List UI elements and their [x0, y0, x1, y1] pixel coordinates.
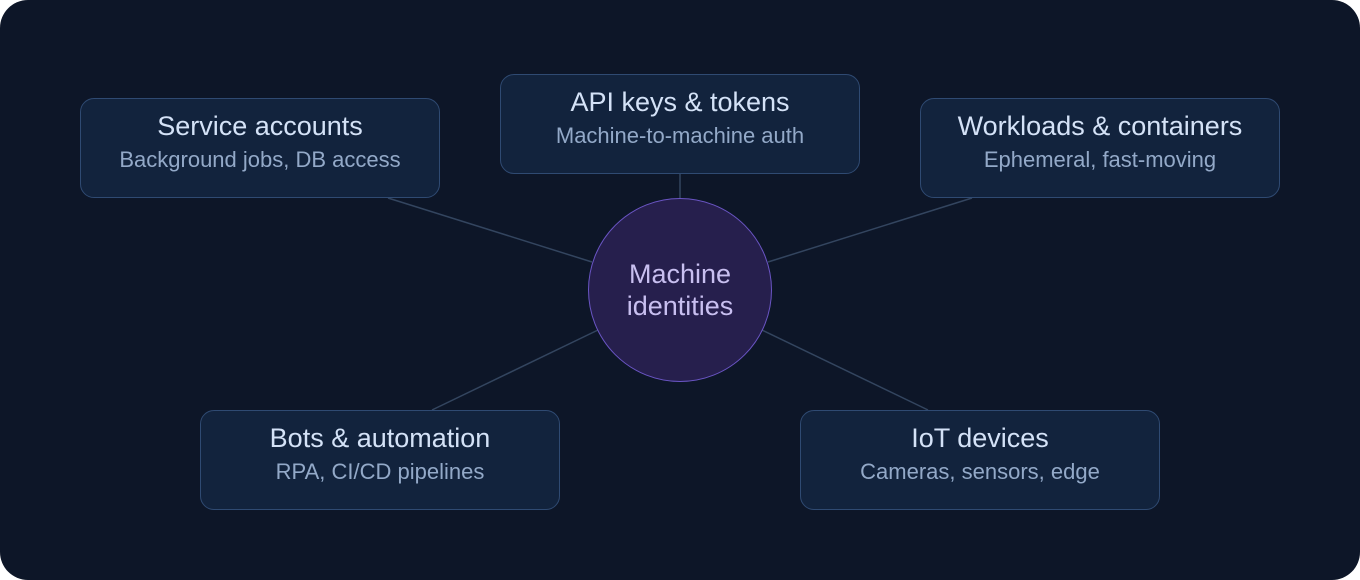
- hub-label-line1: Machine: [628, 259, 732, 289]
- hub-label-line2: identities: [626, 291, 734, 321]
- node-subtitle: Ephemeral, fast-moving: [983, 147, 1217, 172]
- node-subtitle: RPA, CI/CD pipelines: [275, 459, 485, 484]
- node-service-accounts: Service accounts Background jobs, DB acc…: [80, 98, 440, 198]
- node-api-keys: API keys & tokens Machine-to-machine aut…: [500, 74, 860, 174]
- node-bots-automation: Bots & automation RPA, CI/CD pipelines: [200, 410, 560, 510]
- connector-service: [387, 197, 593, 263]
- connector-workloads: [767, 197, 973, 263]
- node-title: Workloads & containers: [957, 111, 1243, 141]
- hub-machine-identities: Machine identities: [588, 198, 772, 382]
- node-workloads: Workloads & containers Ephemeral, fast-m…: [920, 98, 1280, 198]
- node-title: Bots & automation: [269, 423, 491, 453]
- connector-iot: [761, 329, 929, 411]
- node-title: IoT devices: [911, 423, 1049, 453]
- node-subtitle: Machine-to-machine auth: [555, 123, 805, 148]
- node-subtitle: Background jobs, DB access: [119, 147, 401, 172]
- node-iot-devices: IoT devices Cameras, sensors, edge: [800, 410, 1160, 510]
- node-title: API keys & tokens: [570, 87, 790, 117]
- connector-bots: [431, 329, 599, 411]
- node-subtitle: Cameras, sensors, edge: [860, 459, 1100, 484]
- node-title: Service accounts: [157, 111, 363, 141]
